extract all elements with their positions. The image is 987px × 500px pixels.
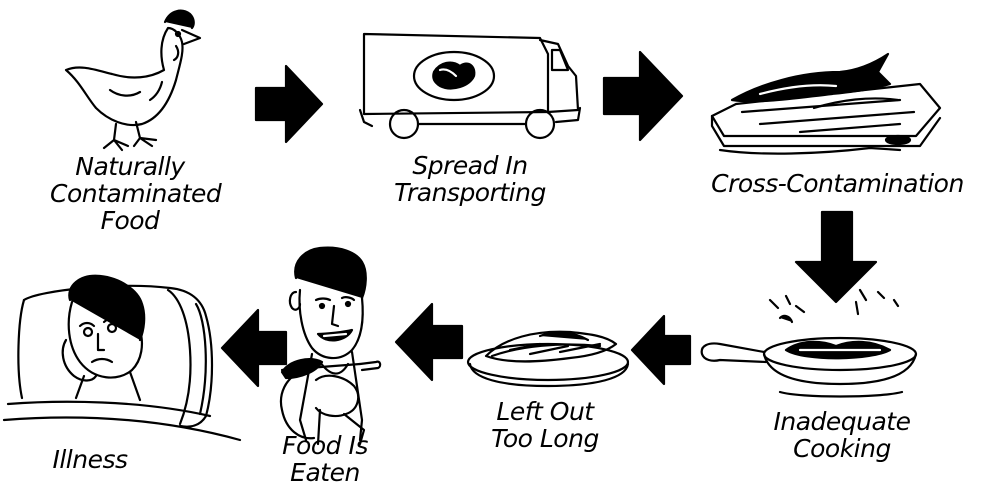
label-illness: Illness (30, 446, 150, 473)
label-line: Contaminated (50, 179, 222, 208)
label-spread-in-transporting: Spread In Transporting (370, 152, 570, 206)
label-line: Cooking (793, 434, 891, 463)
label-line: Too Long (491, 424, 599, 453)
label-line: Eaten (290, 458, 360, 487)
label-line: Left Out (496, 397, 594, 426)
label-line: Inadequate (773, 407, 911, 436)
fish-platter-icon (466, 330, 630, 388)
label-line: Food Is (282, 431, 368, 460)
cutting-board-icon (710, 52, 942, 155)
label-line: Cross-Contamination (711, 169, 964, 198)
label-line: Naturally (75, 152, 185, 181)
label-line: Transporting (394, 178, 546, 207)
label-line: Spread In (412, 151, 528, 180)
arrow-down-icon (794, 210, 878, 304)
label-line: Food (100, 206, 160, 235)
arrow-right-icon (602, 50, 684, 142)
arrow-left-icon (630, 314, 692, 386)
arrow-left-icon (394, 302, 464, 382)
chicken-icon (64, 9, 202, 152)
label-line: Illness (52, 445, 128, 474)
delivery-truck-icon (358, 32, 582, 140)
label-cross-contamination: Cross-Contamination (700, 170, 975, 197)
arrow-left-icon (220, 308, 288, 388)
label-inadequate-cooking: Inadequate Cooking (742, 408, 942, 462)
label-food-is-eaten: Food Is Eaten (260, 432, 390, 486)
frying-pan-icon (700, 288, 918, 398)
label-naturally-contaminated-food: Naturally Contaminated Food (50, 152, 222, 235)
label-left-out-too-long: Left Out Too Long (470, 398, 620, 452)
man-eating-icon (279, 246, 382, 446)
arrow-right-icon (254, 64, 324, 144)
sick-person-icon (2, 274, 242, 442)
